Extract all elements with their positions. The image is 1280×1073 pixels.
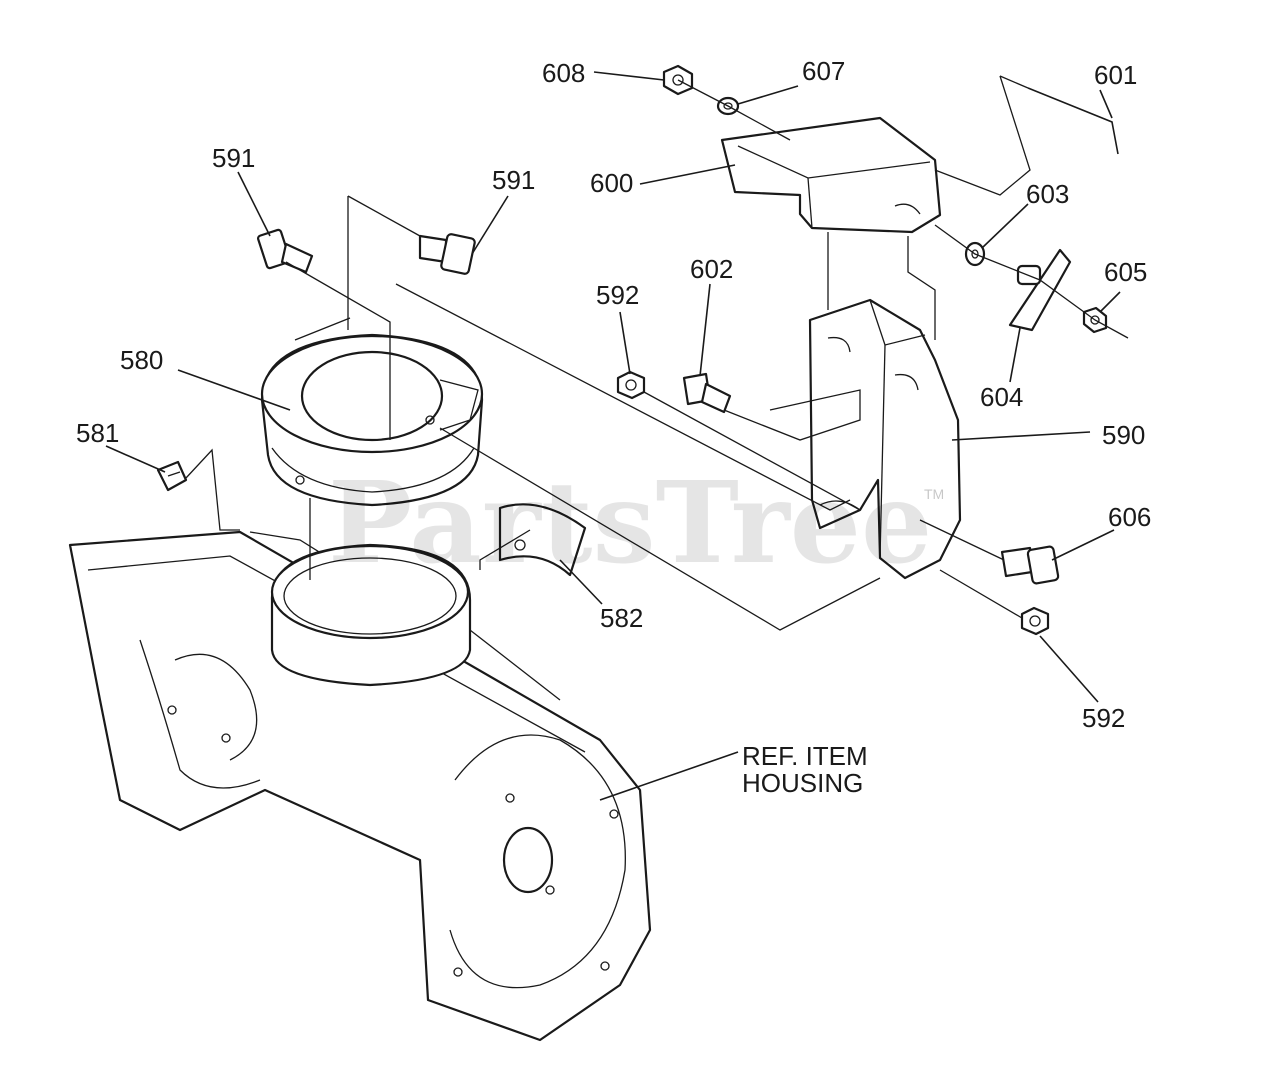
callout-602: 602 — [690, 254, 734, 284]
trademark-mark: TM — [924, 486, 945, 502]
nut-592-bottom-part — [1020, 606, 1050, 636]
callout-608: 608 — [542, 58, 586, 88]
callout-591-right: 591 — [492, 165, 536, 195]
watermark: PartsTree — [328, 458, 933, 589]
callout-590: 590 — [1102, 420, 1146, 450]
callout-606: 606 — [1108, 502, 1152, 532]
chute-bracket-part — [808, 298, 962, 580]
callout-601: 601 — [1094, 60, 1138, 90]
pin-601-part — [1027, 87, 1119, 155]
bolt-606-part — [1000, 545, 1060, 585]
chute-ring-part — [260, 333, 484, 507]
leader-lines — [105, 71, 1121, 801]
bolt-591-right-part — [418, 233, 476, 275]
callout-582: 582 — [600, 603, 644, 633]
callout-607: 607 — [802, 56, 846, 86]
nut-592-top-part — [616, 370, 646, 400]
callout-600: 600 — [590, 168, 634, 198]
callout-592-top: 592 — [596, 280, 640, 310]
reference-label-line2: HOUSING — [742, 768, 864, 799]
callout-581: 581 — [76, 418, 120, 448]
bolt-591-left-part — [257, 228, 314, 274]
knob-604-part — [1008, 248, 1072, 332]
callout-591-left: 591 — [212, 143, 256, 173]
callout-592-bottom: 592 — [1082, 703, 1126, 733]
housing-part — [68, 530, 652, 1042]
callout-580: 580 — [120, 345, 164, 375]
bolt-602-part — [682, 372, 732, 414]
callout-604: 604 — [980, 382, 1024, 412]
screw-581-part — [156, 460, 188, 492]
reference-item-label: REF. ITEM HOUSING — [742, 741, 868, 799]
callout-603: 603 — [1026, 179, 1070, 209]
callout-605: 605 — [1104, 257, 1148, 287]
assembly-lines — [185, 75, 1129, 631]
top-bracket-part — [720, 116, 942, 234]
deflector-segment-part — [498, 503, 587, 577]
reference-label-line1: REF. ITEM — [742, 741, 868, 771]
housing-collar-part — [270, 543, 472, 687]
